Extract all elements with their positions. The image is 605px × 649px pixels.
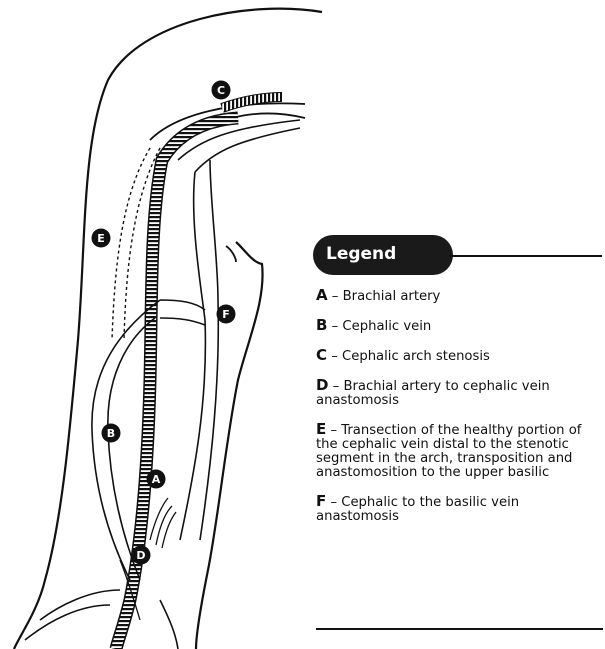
legend-key: F xyxy=(316,492,326,510)
legend-title: Legend xyxy=(326,243,396,265)
arm-outline-outer xyxy=(14,9,322,649)
marker-a-label: A xyxy=(152,473,161,486)
legend-key: D xyxy=(316,376,328,394)
marker-c: C xyxy=(212,81,231,100)
legend-key: A xyxy=(316,286,328,304)
stenosis-hatching xyxy=(222,97,282,108)
marker-b: B xyxy=(102,424,121,443)
legend-item-e: E – Transection of the healthy portion o… xyxy=(316,422,601,480)
marker-d-label: D xyxy=(136,549,145,562)
marker-f: F xyxy=(217,305,236,324)
legend-dash: – xyxy=(328,289,343,304)
legend-dash: – xyxy=(328,379,343,394)
marker-e: E xyxy=(92,229,111,248)
legend-item-c: C – Cephalic arch stenosis xyxy=(316,348,601,364)
marker-b-label: B xyxy=(107,427,115,440)
basilic-vein-lower xyxy=(180,160,218,540)
legend-text: Transection of the healthy portion of th… xyxy=(316,423,581,480)
arm-fold xyxy=(226,246,236,262)
legend-text: Cephalic vein xyxy=(342,319,431,334)
legend-item-f: F – Cephalic to the basilic vein anastom… xyxy=(316,494,601,524)
legend-key: B xyxy=(316,316,327,334)
legend-key: C xyxy=(316,346,327,364)
legend-dash: – xyxy=(327,349,342,364)
legend-item-b: B – Cephalic vein xyxy=(316,318,601,334)
marker-a: A xyxy=(147,470,166,489)
brachial-artery-hatching xyxy=(116,118,238,649)
legend-key: E xyxy=(316,420,326,438)
legend-divider-bottom xyxy=(316,628,603,630)
legend-list: A – Brachial artery B – Cephalic vein C … xyxy=(316,288,601,538)
legend-divider-top xyxy=(450,255,602,257)
marker-c-label: C xyxy=(217,84,225,97)
legend-dash: – xyxy=(326,495,341,510)
legend-dash: – xyxy=(327,319,342,334)
legend-text: Brachial artery xyxy=(343,289,441,304)
marker-d: D xyxy=(132,546,151,565)
shoulder-vessel-lower xyxy=(232,114,305,119)
arm-outline-inner xyxy=(196,242,263,649)
forearm-lines xyxy=(25,590,178,649)
legend-text: Cephalic to the basilic vein anastomosis xyxy=(316,495,519,524)
legend-item-a: A – Brachial artery xyxy=(316,288,601,304)
legend-text: Cephalic arch stenosis xyxy=(342,349,490,364)
legend-text: Brachial artery to cephalic vein anastom… xyxy=(316,379,550,408)
legend-dash: – xyxy=(326,423,341,438)
legend-item-d: D – Brachial artery to cephalic vein ana… xyxy=(316,378,601,408)
marker-e-label: E xyxy=(97,232,105,245)
marker-f-label: F xyxy=(222,308,230,321)
